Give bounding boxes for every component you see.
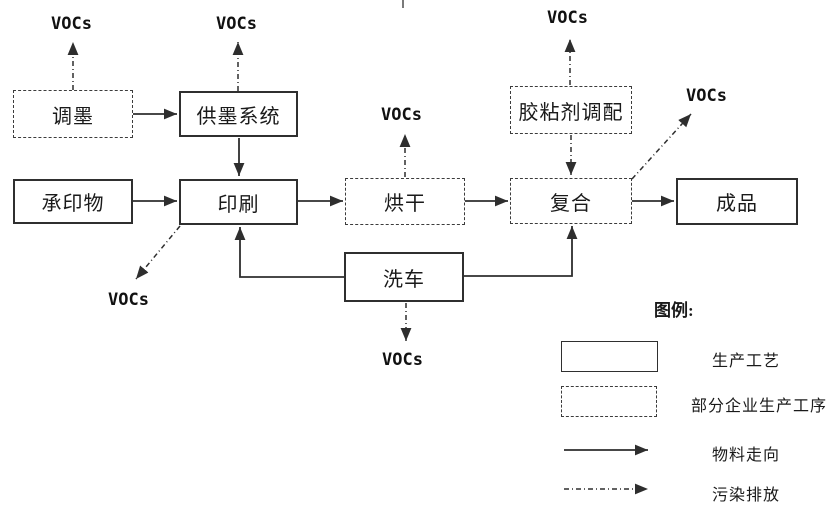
voc-label-below-printing: VOCs [108,290,149,310]
legend-label-pollution-emission: 污染排放 [712,487,781,504]
legend-label-production-process: 生产工艺 [712,353,781,370]
node-machine-washing: 洗车 [344,252,464,302]
legend-dashed-box-sample [561,386,657,417]
node-substrate: 承印物 [13,179,133,224]
voc-label-above-drying: VOCs [381,105,422,125]
voc-label-above-adhesive: VOCs [547,8,588,28]
node-adhesive-preparation: 胶粘剂调配 [510,86,632,134]
node-printing: 印刷 [179,179,298,225]
voc-label-above-ink-mixing: VOCs [51,14,92,34]
arrow-washing-to-laminating [464,226,578,277]
node-laminating: 复合 [510,178,632,224]
node-drying: 烘干 [345,178,465,225]
arrow-washing-to-printing [234,227,344,278]
legend-solid-box-sample [561,341,658,372]
node-ink-mixing: 调墨 [13,90,133,138]
node-finished-product: 成品 [676,178,798,225]
node-ink-supply-system: 供墨系统 [179,91,298,137]
voc-label-above-ink-supply: VOCs [216,14,257,34]
legend-label-partial-enterprise-process: 部分企业生产工序 [691,398,828,415]
legend-label-material-flow: 物料走向 [712,447,781,464]
emission-laminating-to-vocs [631,113,692,180]
voc-label-right-of-laminating: VOCs [686,86,727,106]
voc-label-below-washing: VOCs [382,350,423,370]
legend-title: 图例: [654,301,694,320]
emission-printing-to-vocs [135,225,181,280]
